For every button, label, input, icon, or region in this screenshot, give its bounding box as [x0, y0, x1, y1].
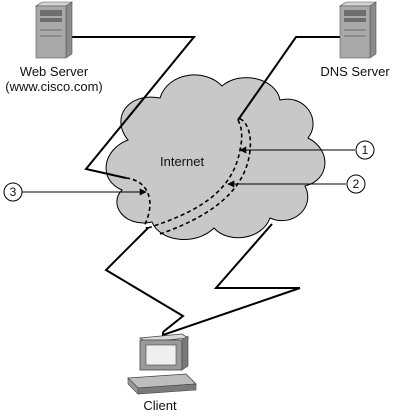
callout-3-circle — [3, 182, 23, 202]
flow-web-dashed — [125, 177, 151, 229]
internet-cloud: Internet — [105, 74, 326, 240]
callout-3-label: 3 — [10, 185, 17, 199]
flow-dns-return-dashed — [159, 117, 252, 235]
desktop-computer-icon — [127, 333, 197, 395]
callout-2-label: 2 — [353, 177, 360, 191]
callout-2: 2 — [227, 174, 366, 194]
cloud-label: Internet — [160, 154, 204, 169]
web-server-host: (www.cisco.com) — [5, 79, 103, 94]
web-server-label: Web Server (www.cisco.com) — [0, 64, 108, 94]
client-node — [127, 333, 197, 395]
flow-dns-dashed — [147, 119, 243, 229]
web-server-name: Web Server — [19, 64, 89, 79]
web-server-node — [35, 1, 73, 59]
link-client-lower — [104, 227, 185, 333]
link-dns-server — [237, 36, 346, 121]
server-tower-icon — [339, 1, 377, 59]
dns-server-node — [339, 1, 377, 59]
callout-3: 3 — [3, 182, 147, 202]
callout-1-label: 1 — [362, 143, 369, 157]
server-tower-icon — [35, 1, 73, 59]
callout-2-circle — [346, 174, 366, 194]
link-web-server — [72, 36, 197, 179]
cloud-icon — [105, 74, 326, 240]
link-client — [162, 223, 301, 337]
callout-1: 1 — [239, 140, 375, 160]
callout-1-circle — [355, 140, 375, 160]
client-label: Client — [143, 398, 177, 413]
dns-server-label: DNS Server — [320, 64, 390, 79]
